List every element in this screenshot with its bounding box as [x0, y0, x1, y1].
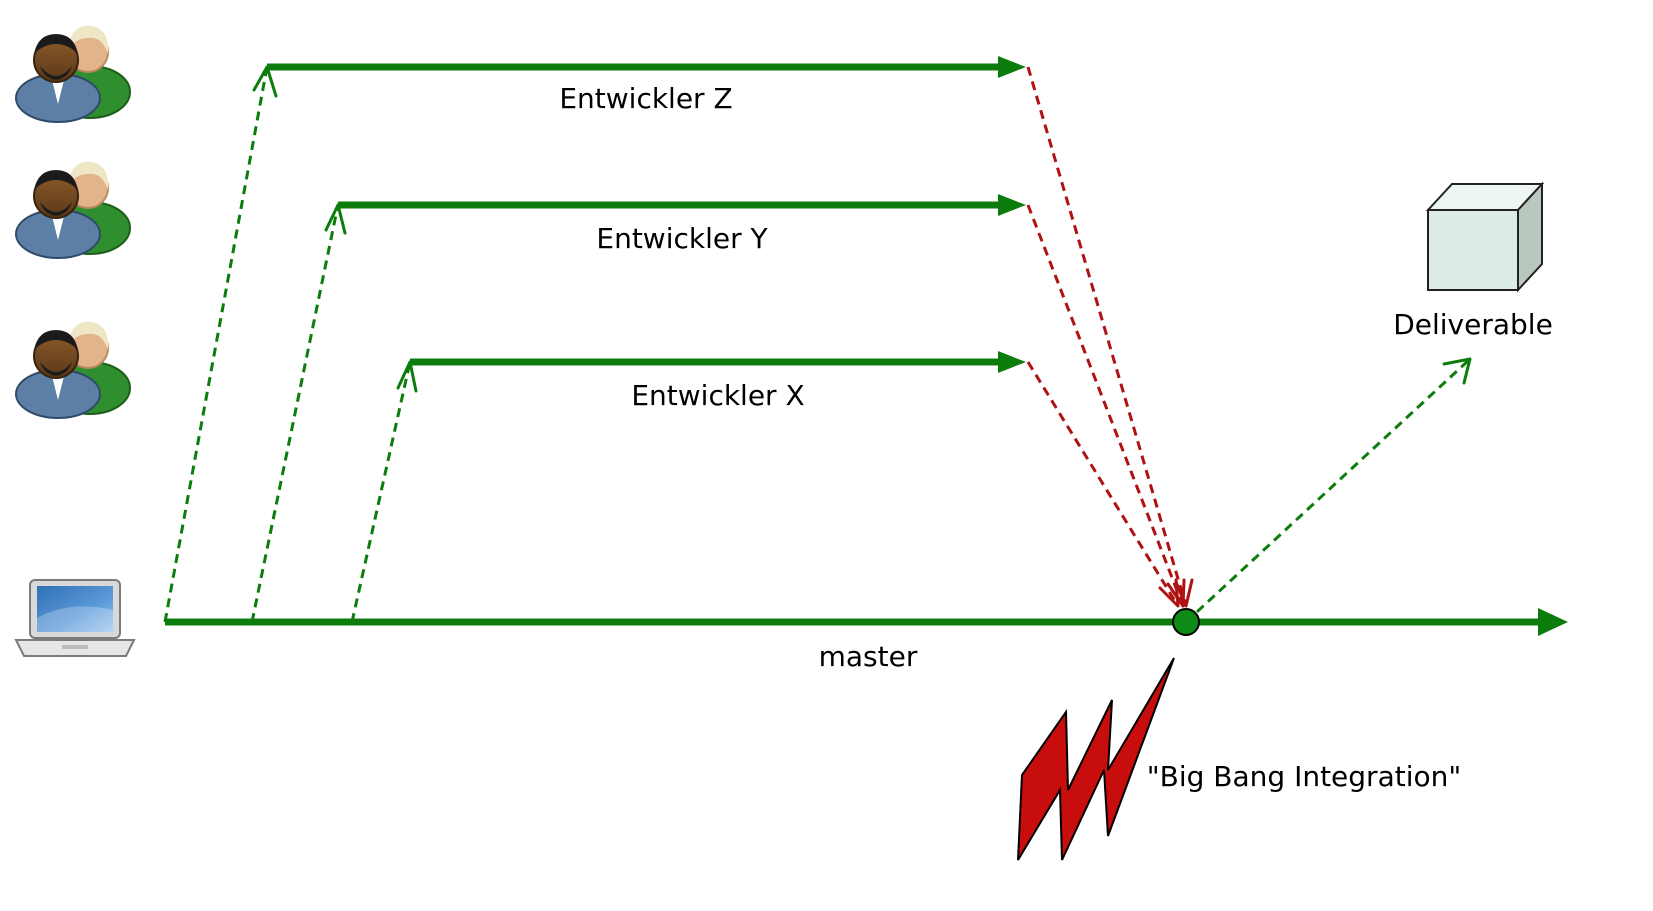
merge-line-z	[1026, 66, 1188, 607]
branch-off-lines	[163, 66, 1472, 624]
branch-off-x-arrowhead	[396, 360, 418, 393]
branch-off-z-arrowhead	[252, 65, 278, 98]
merge-x-arrowhead	[1158, 578, 1180, 608]
branch-off-z	[163, 66, 269, 623]
branch-y-arrowhead	[998, 194, 1026, 216]
master-arrowhead	[1538, 608, 1568, 636]
deliverable-label: Deliverable	[1393, 308, 1553, 341]
merge-line-x	[1026, 361, 1180, 607]
lightning-bolt-icon	[1017, 657, 1175, 861]
merge-z-arrowhead	[1174, 578, 1194, 608]
branch-label-x: Entwickler X	[631, 379, 804, 412]
developer-icon-z	[15, 25, 131, 123]
merge-lines	[1026, 66, 1188, 607]
deliver-arrowhead	[1442, 357, 1472, 385]
branch-z-arrowhead	[998, 56, 1026, 78]
developer-icon-y	[15, 161, 131, 259]
merge-line-y	[1026, 204, 1185, 607]
developer-icon-x	[15, 321, 131, 419]
deliver-line	[1184, 357, 1472, 624]
branch-label-z: Entwickler Z	[559, 82, 732, 115]
master-label: master	[819, 640, 918, 673]
merge-commit-icon	[1172, 608, 1200, 636]
integration-label: "Big Bang Integration"	[1147, 760, 1462, 793]
package-box-icon	[1425, 181, 1545, 293]
branch-x-arrowhead	[998, 351, 1026, 373]
branch-label-y: Entwickler Y	[596, 222, 768, 255]
laptop-icon	[14, 579, 136, 657]
merge-y-arrowhead	[1166, 578, 1186, 608]
branch-off-y	[250, 204, 340, 623]
branch-off-x	[350, 361, 412, 623]
